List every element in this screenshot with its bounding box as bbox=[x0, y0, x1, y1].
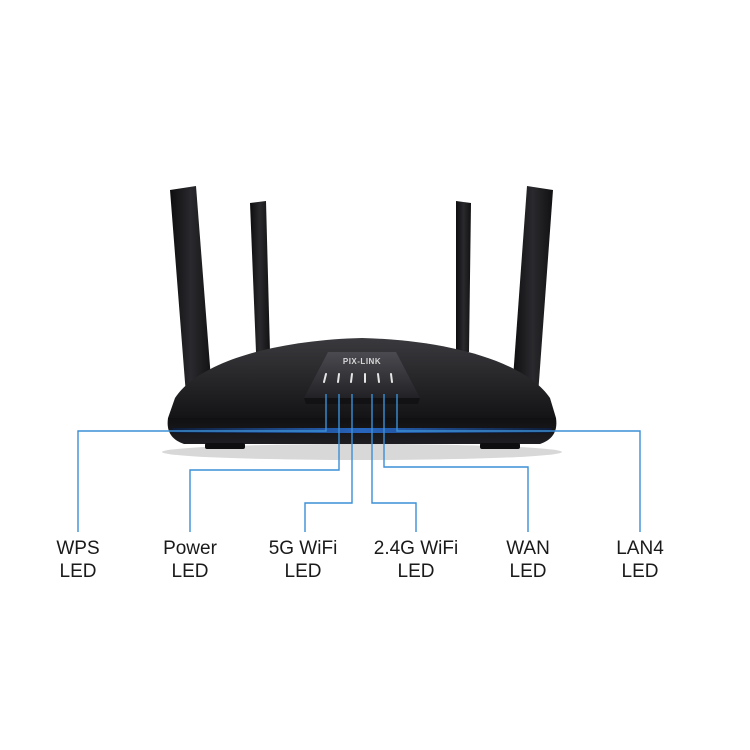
antenna-outer-right bbox=[512, 186, 553, 395]
label-wps-led: WPS LED bbox=[23, 537, 133, 583]
router-foot-right bbox=[480, 443, 520, 449]
accent-strip bbox=[172, 428, 552, 433]
callout-lines bbox=[77, 394, 641, 532]
led-panel bbox=[304, 352, 420, 398]
led-indicator bbox=[390, 373, 393, 383]
led-indicator bbox=[377, 373, 380, 383]
label-5g-wifi-led: 5G WiFi LED bbox=[248, 537, 358, 583]
label-24g-wifi-led: 2.4G WiFi LED bbox=[361, 537, 471, 583]
callout-line-lan4 bbox=[396, 394, 641, 532]
antenna-inner-left bbox=[250, 201, 270, 352]
label-line: LED bbox=[284, 561, 322, 582]
led-indicator bbox=[350, 373, 353, 383]
antenna-inner-right bbox=[456, 201, 471, 352]
router-foot-left bbox=[205, 443, 245, 449]
router-shadow bbox=[162, 444, 562, 460]
label-line: LED bbox=[509, 561, 547, 582]
brand-logo: PIX-LINK bbox=[343, 357, 381, 366]
label-line: LED bbox=[621, 561, 659, 582]
callout-line-wan bbox=[383, 394, 529, 532]
callout-line-wps bbox=[77, 394, 327, 532]
label-line: LED bbox=[397, 561, 435, 582]
led-indicator bbox=[337, 373, 340, 383]
label-line: 5G WiFi bbox=[268, 538, 338, 559]
label-line: LED bbox=[171, 561, 209, 582]
callout-line-power bbox=[189, 394, 340, 532]
callout-line-24g bbox=[371, 394, 417, 532]
label-line: LED bbox=[59, 561, 97, 582]
led-indicator bbox=[323, 373, 327, 383]
label-line: WAN bbox=[506, 538, 550, 559]
label-line: 2.4G WiFi bbox=[373, 538, 459, 559]
label-power-led: Power LED bbox=[135, 537, 245, 583]
led-indicators bbox=[323, 373, 393, 383]
led-panel-front bbox=[304, 398, 420, 404]
callout-line-5g bbox=[304, 394, 353, 532]
label-line: WPS bbox=[56, 538, 100, 559]
label-wan-led: WAN LED bbox=[473, 537, 583, 583]
label-line: Power bbox=[163, 538, 217, 559]
antenna-outer-left bbox=[170, 186, 212, 395]
label-lan4-led: LAN4 LED bbox=[585, 537, 695, 583]
label-line: LAN4 bbox=[616, 538, 664, 559]
